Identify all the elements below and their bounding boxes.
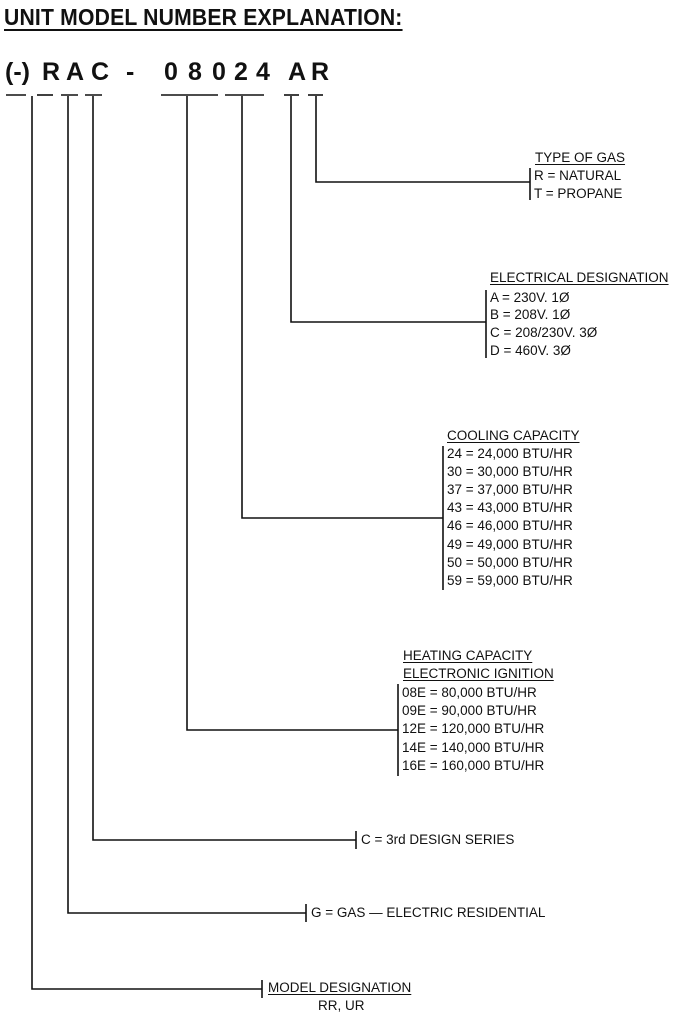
- cooling-item: 24 = 24,000 BTU/HR: [447, 446, 573, 461]
- heating-item: 12E = 120,000 BTU/HR: [402, 721, 545, 736]
- model-designation-label: MODEL DESIGNATION: [268, 980, 412, 995]
- cooling-item: 50 = 50,000 BTU/HR: [447, 555, 573, 570]
- electrical-item-b: B = 208V. 1Ø: [490, 307, 571, 322]
- model-char-r: R: [42, 58, 61, 86]
- model-char-a: A: [66, 58, 85, 86]
- model-char-cool-4: 4: [256, 58, 270, 86]
- model-char-elec-a: A: [288, 58, 307, 86]
- connector-model-designation: [31, 96, 262, 990]
- diagram-title: UNIT MODEL NUMBER EXPLANATION:: [4, 4, 403, 30]
- cooling-item: 59 = 59,000 BTU/HR: [447, 573, 573, 588]
- cooling-item: 46 = 46,000 BTU/HR: [447, 518, 573, 533]
- electrical-header: ELECTRICAL DESIGNATION: [490, 270, 669, 285]
- connector-gas-electric: [67, 96, 306, 914]
- electrical-item-a: A = 230V. 1Ø: [490, 290, 570, 305]
- connector-heating: [186, 96, 398, 731]
- connector-cooling: [241, 96, 443, 519]
- model-char-heat-0: 0: [164, 58, 178, 86]
- heating-item: 09E = 90,000 BTU/HR: [402, 703, 537, 718]
- gas-item-propane: T = PROPANE: [534, 186, 623, 201]
- heating-header: HEATING CAPACITY: [403, 648, 533, 663]
- cooling-item: 30 = 30,000 BTU/HR: [447, 464, 573, 479]
- model-designation-sub: RR, UR: [318, 998, 365, 1013]
- connector-gas: [315, 96, 530, 183]
- cooling-item: 43 = 43,000 BTU/HR: [447, 500, 573, 515]
- heating-subheader: ELECTRONIC IGNITION: [403, 666, 554, 681]
- gas-item-natural: R = NATURAL: [534, 168, 622, 183]
- model-prefix: (-): [5, 58, 30, 86]
- heating-item: 14E = 140,000 BTU/HR: [402, 740, 545, 755]
- connector-electrical: [290, 96, 486, 323]
- heating-item: 08E = 80,000 BTU/HR: [402, 685, 537, 700]
- electrical-item-d: D = 460V. 3Ø: [490, 343, 571, 358]
- model-char-cool-2: 2: [234, 58, 248, 86]
- cooling-header: COOLING CAPACITY: [447, 428, 580, 443]
- connector-design-series: [92, 96, 356, 841]
- model-char-c: C: [91, 58, 110, 86]
- design-series-label: C = 3rd DESIGN SERIES: [361, 832, 515, 847]
- electrical-item-c: C = 208/230V. 3Ø: [490, 325, 598, 340]
- gas-header: TYPE OF GAS: [535, 150, 626, 165]
- cooling-item: 37 = 37,000 BTU/HR: [447, 482, 573, 497]
- cooling-item: 49 = 49,000 BTU/HR: [447, 537, 573, 552]
- model-char-heat-0b: 0: [212, 58, 226, 86]
- model-dash: -: [126, 58, 135, 86]
- heating-item: 16E = 160,000 BTU/HR: [402, 758, 545, 773]
- model-char-heat-8: 8: [188, 58, 202, 86]
- gas-electric-label: G = GAS — ELECTRIC RESIDENTIAL: [311, 905, 546, 920]
- model-number: (-) R A C - 0 8 0 2 4 A R: [5, 58, 335, 88]
- model-char-gas-r: R: [311, 58, 330, 86]
